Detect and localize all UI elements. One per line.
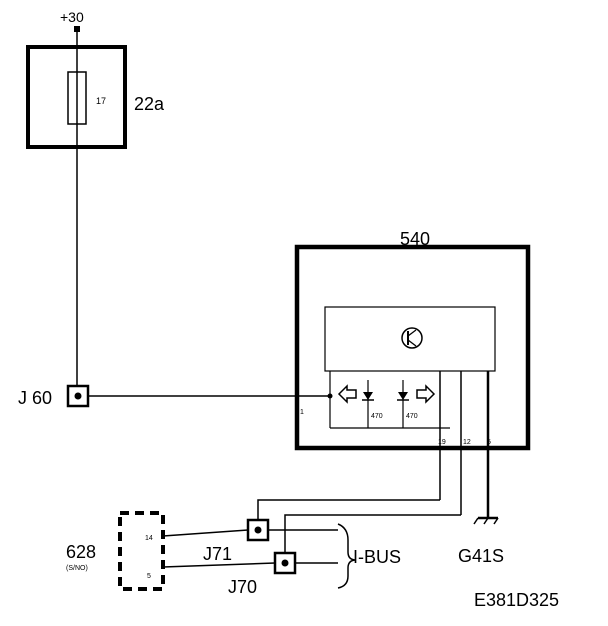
fuse-box-label: 22a — [134, 94, 165, 114]
j71-label: J71 — [203, 544, 232, 564]
connector-sub-label: (S/NO) — [66, 565, 88, 572]
pin-1-label: 1 — [300, 409, 304, 416]
module-inner-block — [324, 306, 496, 372]
resistor-left-label: 470 — [371, 413, 383, 420]
connector-pin-14: 14 — [145, 535, 153, 542]
pin-1-node — [327, 393, 333, 399]
pin-12-label: 12 — [463, 439, 471, 446]
zener-right-icon — [398, 392, 408, 400]
pin-5-label: 5 — [487, 439, 491, 446]
supply-terminal — [74, 26, 80, 32]
j60-label: J 60 — [18, 388, 52, 408]
arrow-right-icon — [416, 384, 436, 404]
connector-628 — [118, 511, 165, 591]
supply-label: +30 — [60, 9, 84, 25]
resistor-right-label: 470 — [406, 413, 418, 420]
wire-pin12-to-j70 — [284, 514, 461, 553]
connector-label: 628 — [66, 542, 96, 562]
j60-dot — [74, 392, 82, 400]
fuse-number: 17 — [96, 96, 106, 106]
transistor-icon — [401, 327, 423, 349]
drawing-code: E381D325 — [474, 590, 559, 610]
connector-pin-5: 5 — [147, 573, 151, 580]
wire-pin19-to-j71 — [257, 499, 440, 520]
bus-label: I-BUS — [353, 547, 401, 567]
j70-label: J70 — [228, 577, 257, 597]
module-540 — [294, 244, 531, 451]
zener-left-icon — [363, 392, 373, 400]
arrow-left-icon — [337, 384, 357, 404]
bus-bracket — [337, 523, 357, 589]
pin-19-label: 19 — [438, 439, 446, 446]
module-label: 540 — [400, 229, 430, 249]
ground-label: G41S — [458, 546, 504, 566]
